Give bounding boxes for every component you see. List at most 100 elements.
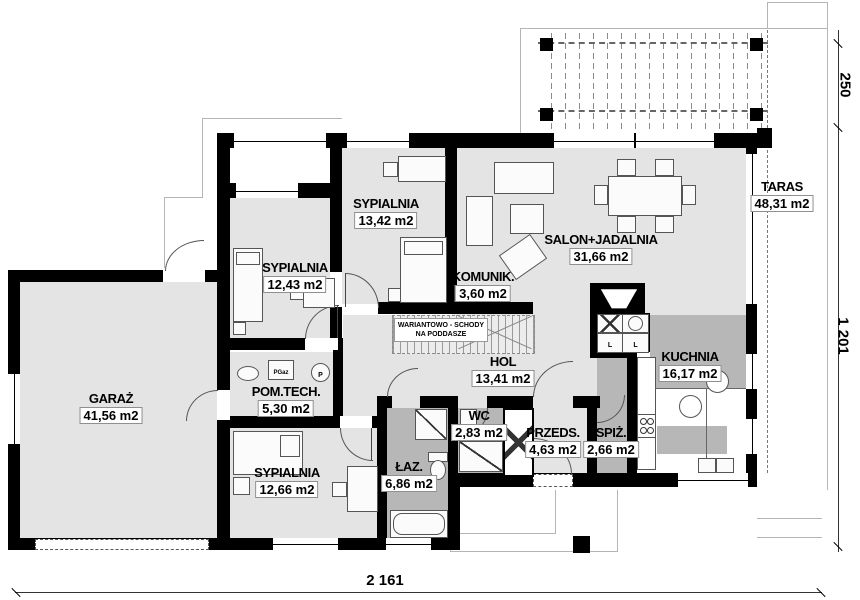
stairs-note: WARIANTOWO - SCHODY NA PODDASZE bbox=[394, 318, 488, 342]
pillow bbox=[280, 435, 300, 457]
window bbox=[553, 133, 635, 148]
wall bbox=[448, 487, 460, 538]
counter-edge bbox=[706, 388, 707, 460]
dimension-right-side: 1 201 bbox=[834, 317, 852, 355]
roof-line bbox=[520, 28, 828, 29]
pergola-grid bbox=[538, 30, 768, 133]
kitchen-counter-left bbox=[637, 357, 656, 470]
door-opening bbox=[217, 390, 230, 420]
pillow bbox=[236, 252, 260, 265]
roof-line bbox=[202, 118, 203, 198]
wall bbox=[445, 148, 457, 314]
wall bbox=[627, 352, 637, 473]
dining-chair bbox=[655, 159, 674, 176]
dimension-right-top: 250 bbox=[836, 72, 854, 98]
wall bbox=[590, 352, 637, 358]
wall bbox=[487, 396, 533, 408]
door-opening bbox=[340, 416, 372, 428]
pergola-beam bbox=[538, 110, 768, 112]
room-label-kuchnia: KUCHNIA 16,17 m2 bbox=[658, 350, 722, 383]
armchair bbox=[466, 196, 493, 246]
door-leaf bbox=[345, 273, 346, 307]
chair bbox=[383, 162, 398, 177]
fridge: L bbox=[597, 333, 623, 353]
room-label-pomtech: POM.TECH. 5,30 m2 bbox=[251, 384, 321, 417]
window bbox=[385, 538, 432, 550]
stairs-note-line2: NA PODDASZE bbox=[415, 331, 467, 338]
counter-edge bbox=[655, 388, 746, 389]
dining-chair bbox=[655, 216, 674, 233]
nightstand bbox=[388, 288, 401, 302]
room-label-przeds: PRZEDS. 4,63 m2 bbox=[525, 425, 581, 458]
dining-chair bbox=[617, 216, 636, 233]
room-label-laz: ŁAZ. 6,86 m2 bbox=[381, 460, 437, 493]
door-leaf bbox=[371, 428, 372, 460]
pump-unit: P bbox=[311, 363, 330, 382]
fridge-label: L bbox=[607, 342, 613, 349]
wall bbox=[452, 302, 533, 314]
pergola-beam bbox=[538, 42, 768, 44]
roof-line bbox=[164, 197, 203, 198]
fridge: L bbox=[622, 333, 649, 353]
wall bbox=[746, 303, 757, 353]
terrace-step-line bbox=[757, 518, 822, 519]
dresser bbox=[233, 477, 250, 495]
chair bbox=[332, 482, 347, 497]
sink bbox=[679, 395, 702, 418]
wall bbox=[590, 283, 597, 352]
room-label-sypialnia-1342: SYPIALNIA 13,42 m2 bbox=[353, 196, 419, 229]
sofa bbox=[494, 162, 554, 194]
dining-chair bbox=[617, 159, 636, 176]
wall bbox=[746, 133, 757, 153]
fireplace bbox=[593, 283, 645, 314]
pergola-post bbox=[540, 38, 553, 51]
window bbox=[635, 133, 715, 148]
porch-line bbox=[450, 533, 556, 534]
roof-line bbox=[767, 2, 828, 3]
wall bbox=[587, 396, 597, 473]
fridge-label: L bbox=[633, 342, 638, 349]
dimension-bottom: 2 161 bbox=[366, 572, 404, 589]
pergola-post bbox=[750, 108, 763, 121]
porch-line bbox=[617, 490, 618, 551]
terrace-dashed-edge bbox=[767, 30, 768, 473]
stairs-note-line1: WARIANTOWO - SCHODY bbox=[397, 322, 485, 329]
room-label-sypialnia-1243: SYPIALNIA 12,43 m2 bbox=[262, 260, 328, 293]
roof-line bbox=[827, 2, 828, 490]
window bbox=[8, 373, 20, 445]
dimension-line-bottom bbox=[15, 592, 822, 593]
room-label-hol: HOL 13,41 m2 bbox=[471, 355, 535, 388]
terrace-door bbox=[746, 153, 757, 305]
porch-line bbox=[450, 551, 618, 552]
washer bbox=[622, 314, 649, 333]
wall bbox=[377, 396, 387, 543]
wall bbox=[387, 396, 392, 408]
floor-hol-pocket bbox=[343, 396, 377, 416]
window bbox=[235, 183, 299, 198]
room-label-sypialnia-1266: SYPIALNIA 12,66 m2 bbox=[254, 465, 320, 498]
terrace-step-line bbox=[757, 537, 822, 538]
dining-table bbox=[608, 176, 682, 216]
window bbox=[272, 538, 339, 550]
desk bbox=[398, 156, 446, 182]
roof-line bbox=[767, 2, 768, 29]
garage-door-opening bbox=[35, 539, 209, 550]
pergola-post bbox=[540, 108, 553, 121]
room-label-garaz: GARAŻ 41,56 m2 bbox=[79, 392, 143, 425]
wall bbox=[746, 388, 757, 418]
roof-line bbox=[520, 28, 521, 133]
coffee-table bbox=[510, 204, 544, 234]
door-arc bbox=[165, 240, 204, 271]
room-label-wc: WC 2,83 m2 bbox=[451, 409, 507, 442]
roof-line bbox=[164, 197, 165, 268]
desk bbox=[347, 466, 378, 512]
pump-label: P bbox=[318, 372, 323, 379]
wall bbox=[330, 133, 342, 272]
window bbox=[677, 473, 749, 487]
nightstand bbox=[233, 322, 246, 335]
porch-column bbox=[573, 536, 590, 553]
entrance-door-opening bbox=[533, 474, 573, 487]
window bbox=[746, 418, 757, 455]
porch-line bbox=[555, 490, 556, 534]
